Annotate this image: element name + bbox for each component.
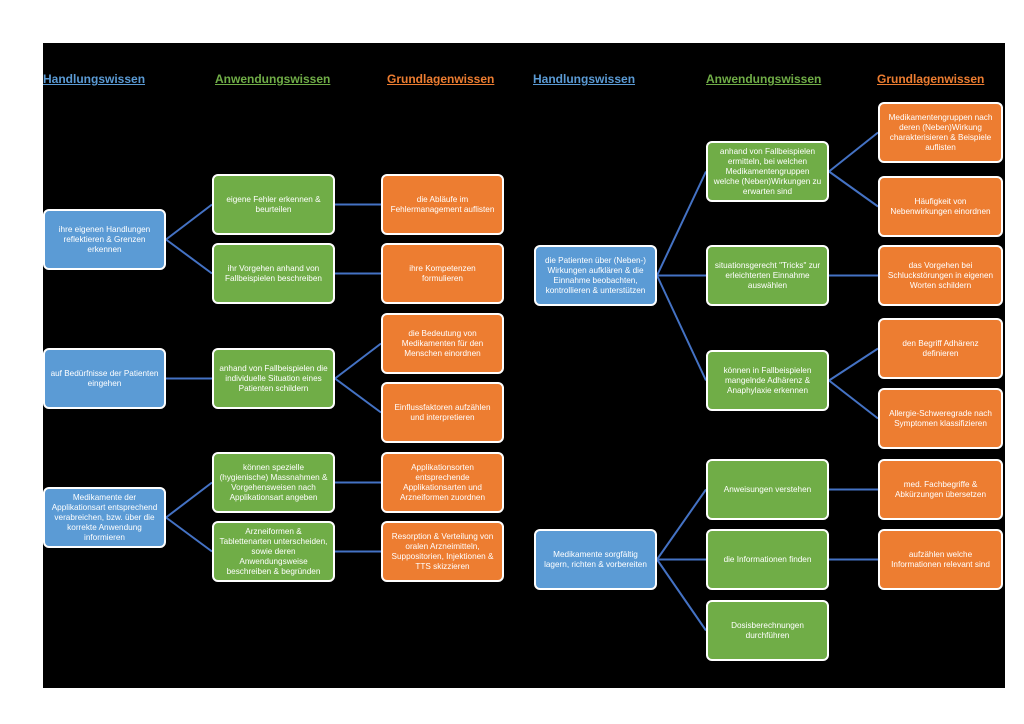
header-grundlagenwissen-right: Grundlagenwissen bbox=[877, 72, 985, 86]
left-grundlagen-resorption: Resorption & Verteilung von oralen Arzne… bbox=[381, 521, 504, 582]
right-grundlagen-informationen-relevant: aufzählen welche Informationen relevant … bbox=[878, 529, 1003, 590]
left-handlung-reflektieren: ihre eigenen Handlungen reflektieren & G… bbox=[43, 209, 166, 270]
right-grundlagen-medikamentengruppen: Medikamentengruppen nach deren (Neben)Wi… bbox=[878, 102, 1003, 163]
right-anwendung-informationen-finden: die Informationen finden bbox=[706, 529, 829, 590]
header-handlungswissen-left: Handlungswissen bbox=[43, 72, 146, 86]
header-grundlagenwissen-left: Grundlagenwissen bbox=[387, 72, 495, 86]
left-anwendung-arzneiformen-unterscheiden: Arzneiformen & Tablettenarten unterschei… bbox=[212, 521, 335, 582]
left-handlung-beduerfnisse: auf Bedürfnisse der Patienten eingehen bbox=[43, 348, 166, 409]
right-grundlagen-haeufigkeit: Häufigkeit von Nebenwirkungen einordnen bbox=[878, 176, 1003, 237]
left-anwendung-fehler-erkennen: eigene Fehler erkennen & beurteilen bbox=[212, 174, 335, 235]
right-handlung-patienten-aufklaeren: die Patienten über (Neben-) Wirkungen au… bbox=[534, 245, 657, 306]
left-anwendung-vorgehen-beschreiben: ihr Vorgehen anhand von Fallbeispielen b… bbox=[212, 243, 335, 304]
left-anwendung-situation-schildern: anhand von Fallbeispielen die individuel… bbox=[212, 348, 335, 409]
left-anwendung-massnahmen-angeben: können spezielle (hygienische) Massnahme… bbox=[212, 452, 335, 513]
right-handlung-medikamente-lagern: Medikamente sorgfältig lagern, richten &… bbox=[534, 529, 657, 590]
right-grundlagen-adhaerenz-definieren: den Begriff Adhärenz definieren bbox=[878, 318, 1003, 379]
right-grundlagen-schluckstoerungen: das Vorgehen bei Schluckstörungen in eig… bbox=[878, 245, 1003, 306]
left-grundlagen-bedeutung-medikamente: die Bedeutung von Medikamenten für den M… bbox=[381, 313, 504, 374]
right-anwendung-dosisberechnungen: Dosisberechnungen durchführen bbox=[706, 600, 829, 661]
left-grundlagen-fehlermanagement: die Abläufe im Fehlermanagement aufliste… bbox=[381, 174, 504, 235]
right-anwendung-adhaerenz-erkennen: können in Fallbeispielen mangelnde Adhär… bbox=[706, 350, 829, 411]
header-handlungswissen-right: Handlungswissen bbox=[533, 72, 636, 86]
diagram-background bbox=[43, 43, 1005, 688]
left-grundlagen-kompetenzen: ihre Kompetenzen formulieren bbox=[381, 243, 504, 304]
left-grundlagen-applikationsorten: Applikationsorten entsprechende Applikat… bbox=[381, 452, 504, 513]
right-grundlagen-fachbegriffe: med. Fachbegriffe & Abkürzungen übersetz… bbox=[878, 459, 1003, 520]
right-grundlagen-allergie-schweregrade: Allergie-Schweregrade nach Symptomen kla… bbox=[878, 388, 1003, 449]
header-anwendungswissen-left: Anwendungswissen bbox=[215, 72, 331, 86]
right-anwendung-tricks-auswaehlen: situationsgerecht "Tricks" zur erleichte… bbox=[706, 245, 829, 306]
left-handlung-medikamente-verabreichen: Medikamente der Applikationsart entsprec… bbox=[43, 487, 166, 548]
right-anwendung-nebenwirkungen-ermitteln: anhand von Fallbeispielen ermitteln, bei… bbox=[706, 141, 829, 202]
header-anwendungswissen-right: Anwendungswissen bbox=[706, 72, 822, 86]
left-grundlagen-einflussfaktoren: Einflussfaktoren aufzählen und interpret… bbox=[381, 382, 504, 443]
right-anwendung-anweisungen-verstehen: Anweisungen verstehen bbox=[706, 459, 829, 520]
